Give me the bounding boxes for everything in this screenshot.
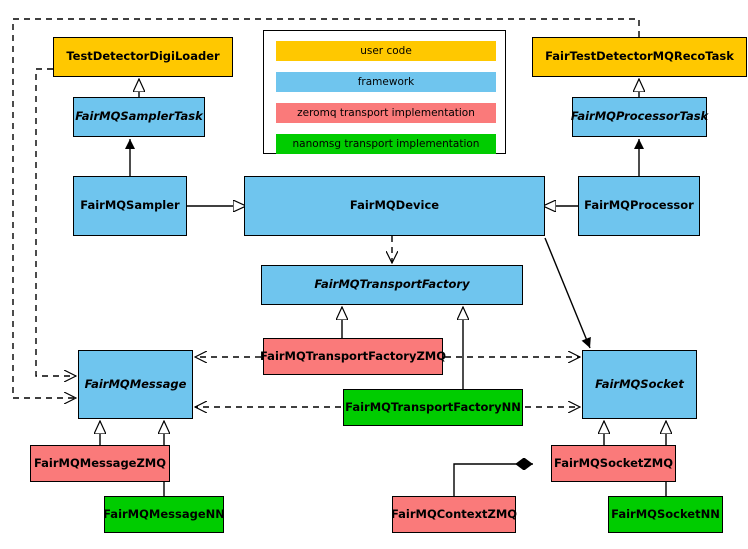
edge-contextzmq-socketzmq (453, 464, 533, 496)
class-label: FairMQTransportFactoryZMQ (260, 348, 447, 363)
class-label: TestDetectorDigiLoader (66, 49, 220, 64)
class-node-fairmqprocessor[interactable]: FairMQProcessor (578, 176, 700, 236)
class-label: FairMQDevice (349, 198, 440, 213)
class-node-fairmqsocket[interactable]: FairMQSocket (582, 350, 697, 419)
class-node-fairmqsamplertask[interactable]: FairMQSamplerTask (73, 97, 205, 137)
class-label: FairMQTransportFactory (314, 277, 470, 292)
legend-label: framework (357, 76, 415, 88)
legend-item-framework: framework (276, 72, 496, 92)
class-label: FairMQContextZMQ (390, 506, 518, 521)
class-node-fairmqmessage[interactable]: FairMQMessage (78, 350, 193, 419)
class-label: FairMQMessage (84, 376, 187, 391)
class-label: FairMQMessageNN (103, 506, 225, 521)
class-label: FairMQSamplerTask (75, 109, 203, 124)
legend-item-nanomsg: nanomsg transport implementation (276, 134, 496, 154)
class-node-fairmqtransportfactorynn[interactable]: FairMQTransportFactoryNN (343, 389, 523, 426)
class-node-fairmqcontextzmq[interactable]: FairMQContextZMQ (390, 496, 518, 533)
class-node-fairmqsampler[interactable]: FairMQSampler (73, 176, 187, 236)
edge-device-socket (544, 237, 591, 349)
class-label: FairMQProcessor (584, 198, 694, 213)
class-label: FairMQSocketNN (611, 506, 720, 521)
class-node-testdetectordigiloader[interactable]: TestDetectorDigiLoader (53, 37, 233, 77)
class-label: FairTestDetectorMQRecoTask (545, 49, 734, 64)
class-node-fairmqtransportfactoryzmq[interactable]: FairMQTransportFactoryZMQ (260, 338, 447, 375)
class-node-fairmqprocessortask[interactable]: FairMQProcessorTask (570, 97, 709, 137)
class-node-fairmqmessagezmq[interactable]: FairMQMessageZMQ (30, 445, 170, 482)
legend-label: zeromq transport implementation (297, 107, 475, 119)
class-label: FairMQSampler (80, 198, 180, 213)
class-node-fairtestdetectormqrecotask[interactable]: FairTestDetectorMQRecoTask (532, 37, 747, 77)
legend-label: user code (360, 45, 412, 57)
class-node-fairmqtransportfactory[interactable]: FairMQTransportFactory (261, 265, 523, 305)
legend-item-zeromq: zeromq transport implementation (276, 103, 496, 123)
edge-digiloader-message (35, 68, 76, 376)
class-node-fairmqsocketnn[interactable]: FairMQSocketNN (608, 496, 723, 533)
class-label: FairMQMessageZMQ (33, 455, 167, 470)
legend-label: nanomsg transport implementation (292, 138, 480, 150)
class-label: FairMQProcessorTask (570, 109, 709, 124)
class-node-fairmqsocketzmq[interactable]: FairMQSocketZMQ (551, 445, 676, 482)
class-node-fairmqdevice[interactable]: FairMQDevice (244, 176, 545, 236)
class-label: FairMQSocket (595, 376, 684, 391)
legend: user code framework zeromq transport imp… (263, 30, 506, 154)
class-label: FairMQSocketZMQ (554, 455, 673, 470)
class-node-fairmqmessagenn[interactable]: FairMQMessageNN (103, 496, 225, 533)
class-label: FairMQTransportFactoryNN (345, 399, 521, 414)
legend-item-user-code: user code (276, 41, 496, 61)
